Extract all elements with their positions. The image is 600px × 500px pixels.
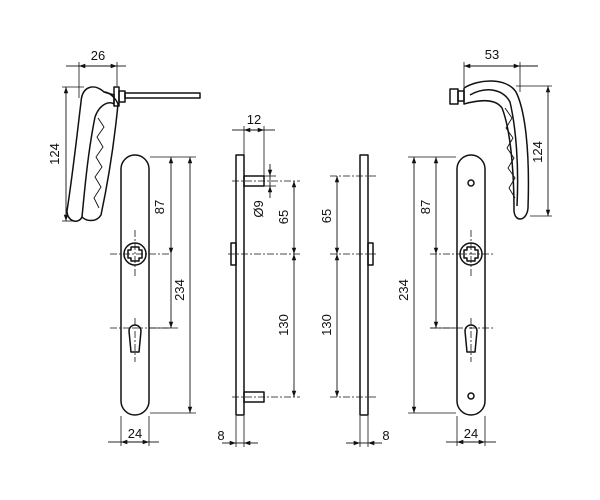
left-plate-handle-rose-hole bbox=[123, 242, 147, 266]
right-plate-screw-hole-top bbox=[467, 179, 475, 187]
left-handle-grip-ridges bbox=[93, 117, 105, 209]
left-handle-spindle bbox=[124, 92, 201, 99]
left-handle-height-dimension: 124 bbox=[47, 86, 84, 222]
right-plate-side-view bbox=[330, 154, 378, 416]
left-side-screw-dia-dimension: Ø9 bbox=[251, 164, 276, 218]
left-lever-handle bbox=[66, 86, 201, 222]
right-side-plate bbox=[359, 154, 369, 416]
dim-text-87-left: 87 bbox=[152, 200, 167, 214]
left-escutcheon-plate bbox=[110, 154, 170, 416]
left-handle-offset-dimension: 26 bbox=[66, 48, 126, 98]
right-plate-outline bbox=[456, 154, 486, 416]
right-handle-outline bbox=[463, 80, 530, 220]
dim-text-26-left: 26 bbox=[91, 48, 105, 63]
dim-text-8-right: 8 bbox=[382, 428, 389, 443]
dim-text-130-right: 130 bbox=[319, 314, 334, 336]
dim-text-124-left: 124 bbox=[47, 143, 62, 165]
right-lever-handle bbox=[449, 80, 530, 220]
left-plate-outline bbox=[120, 154, 150, 416]
right-handle-offset-dimension: 53 bbox=[463, 47, 538, 92]
right-handle-height-dimension: 124 bbox=[516, 85, 552, 217]
dim-text-12: 12 bbox=[247, 112, 261, 127]
dim-text-87-right: 87 bbox=[418, 200, 433, 214]
left-handle-outline bbox=[66, 86, 115, 222]
left-plate-side-view bbox=[228, 154, 300, 416]
left-side-plate bbox=[235, 154, 245, 416]
dim-text-234-right: 234 bbox=[396, 279, 411, 301]
left-plate-square-spindle bbox=[127, 246, 143, 262]
dim-text-dia-9: Ø9 bbox=[251, 200, 266, 217]
right-escutcheon-plate bbox=[430, 154, 495, 416]
left-side-thickness-dimension: 8 bbox=[217, 416, 258, 447]
right-plate-width-dimension: 24 bbox=[446, 416, 496, 446]
dim-text-24-left: 24 bbox=[128, 426, 142, 441]
right-plate-dimensions: 87 234 bbox=[396, 156, 456, 414]
right-handle-neck bbox=[457, 90, 465, 102]
dim-text-8-left: 8 bbox=[217, 428, 224, 443]
right-handle-grip-ridges bbox=[504, 107, 516, 199]
dim-text-53: 53 bbox=[485, 47, 499, 62]
left-plate-cylinder-hole bbox=[128, 324, 142, 353]
right-handle-rose bbox=[449, 88, 459, 105]
dim-text-130-left: 130 bbox=[276, 314, 291, 336]
left-side-spindle-dimension: 12 bbox=[232, 112, 275, 176]
left-plate-dimensions: 87 234 bbox=[150, 156, 196, 414]
right-plate-cylinder-hole bbox=[464, 324, 478, 353]
dim-text-234-left: 234 bbox=[172, 279, 187, 301]
left-handle-neck bbox=[118, 90, 126, 103]
right-handle-inner-edge bbox=[469, 89, 519, 207]
dim-text-124-right: 124 bbox=[530, 141, 545, 163]
dim-text-24-right: 24 bbox=[464, 426, 478, 441]
dim-text-65-right: 65 bbox=[319, 209, 334, 223]
right-side-thickness-dimension: 8 bbox=[346, 416, 390, 447]
right-plate-handle-rose-hole bbox=[459, 242, 483, 266]
right-plate-screw-hole-bottom bbox=[467, 392, 475, 400]
left-handle-back-edge bbox=[81, 91, 119, 222]
dim-text-65-left: 65 bbox=[276, 210, 291, 224]
right-plate-square-spindle bbox=[463, 246, 479, 262]
left-side-vertical-dimensions: 65 130 bbox=[276, 181, 297, 397]
left-plate-width-dimension: 24 bbox=[108, 416, 159, 446]
right-side-vertical-dimensions: 65 130 bbox=[319, 176, 340, 397]
